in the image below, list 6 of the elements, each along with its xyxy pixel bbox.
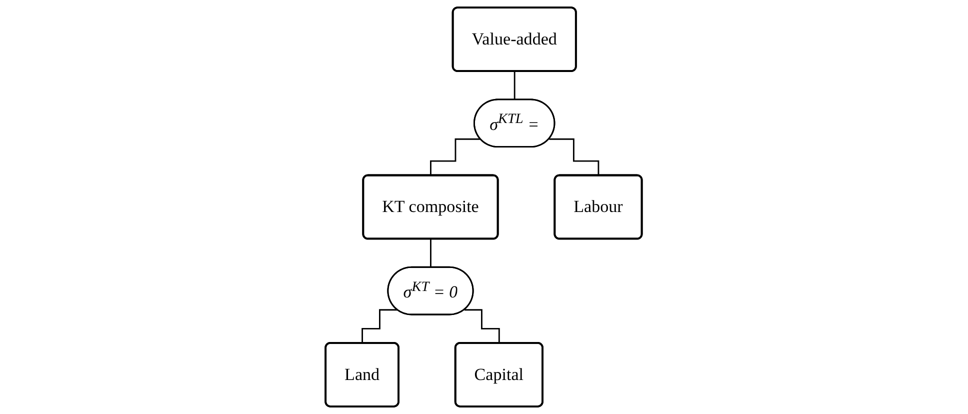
connector	[430, 138, 481, 176]
connector	[549, 138, 600, 176]
connector	[362, 309, 398, 344]
connector	[430, 238, 432, 268]
connector	[464, 309, 500, 344]
connector	[514, 70, 516, 101]
